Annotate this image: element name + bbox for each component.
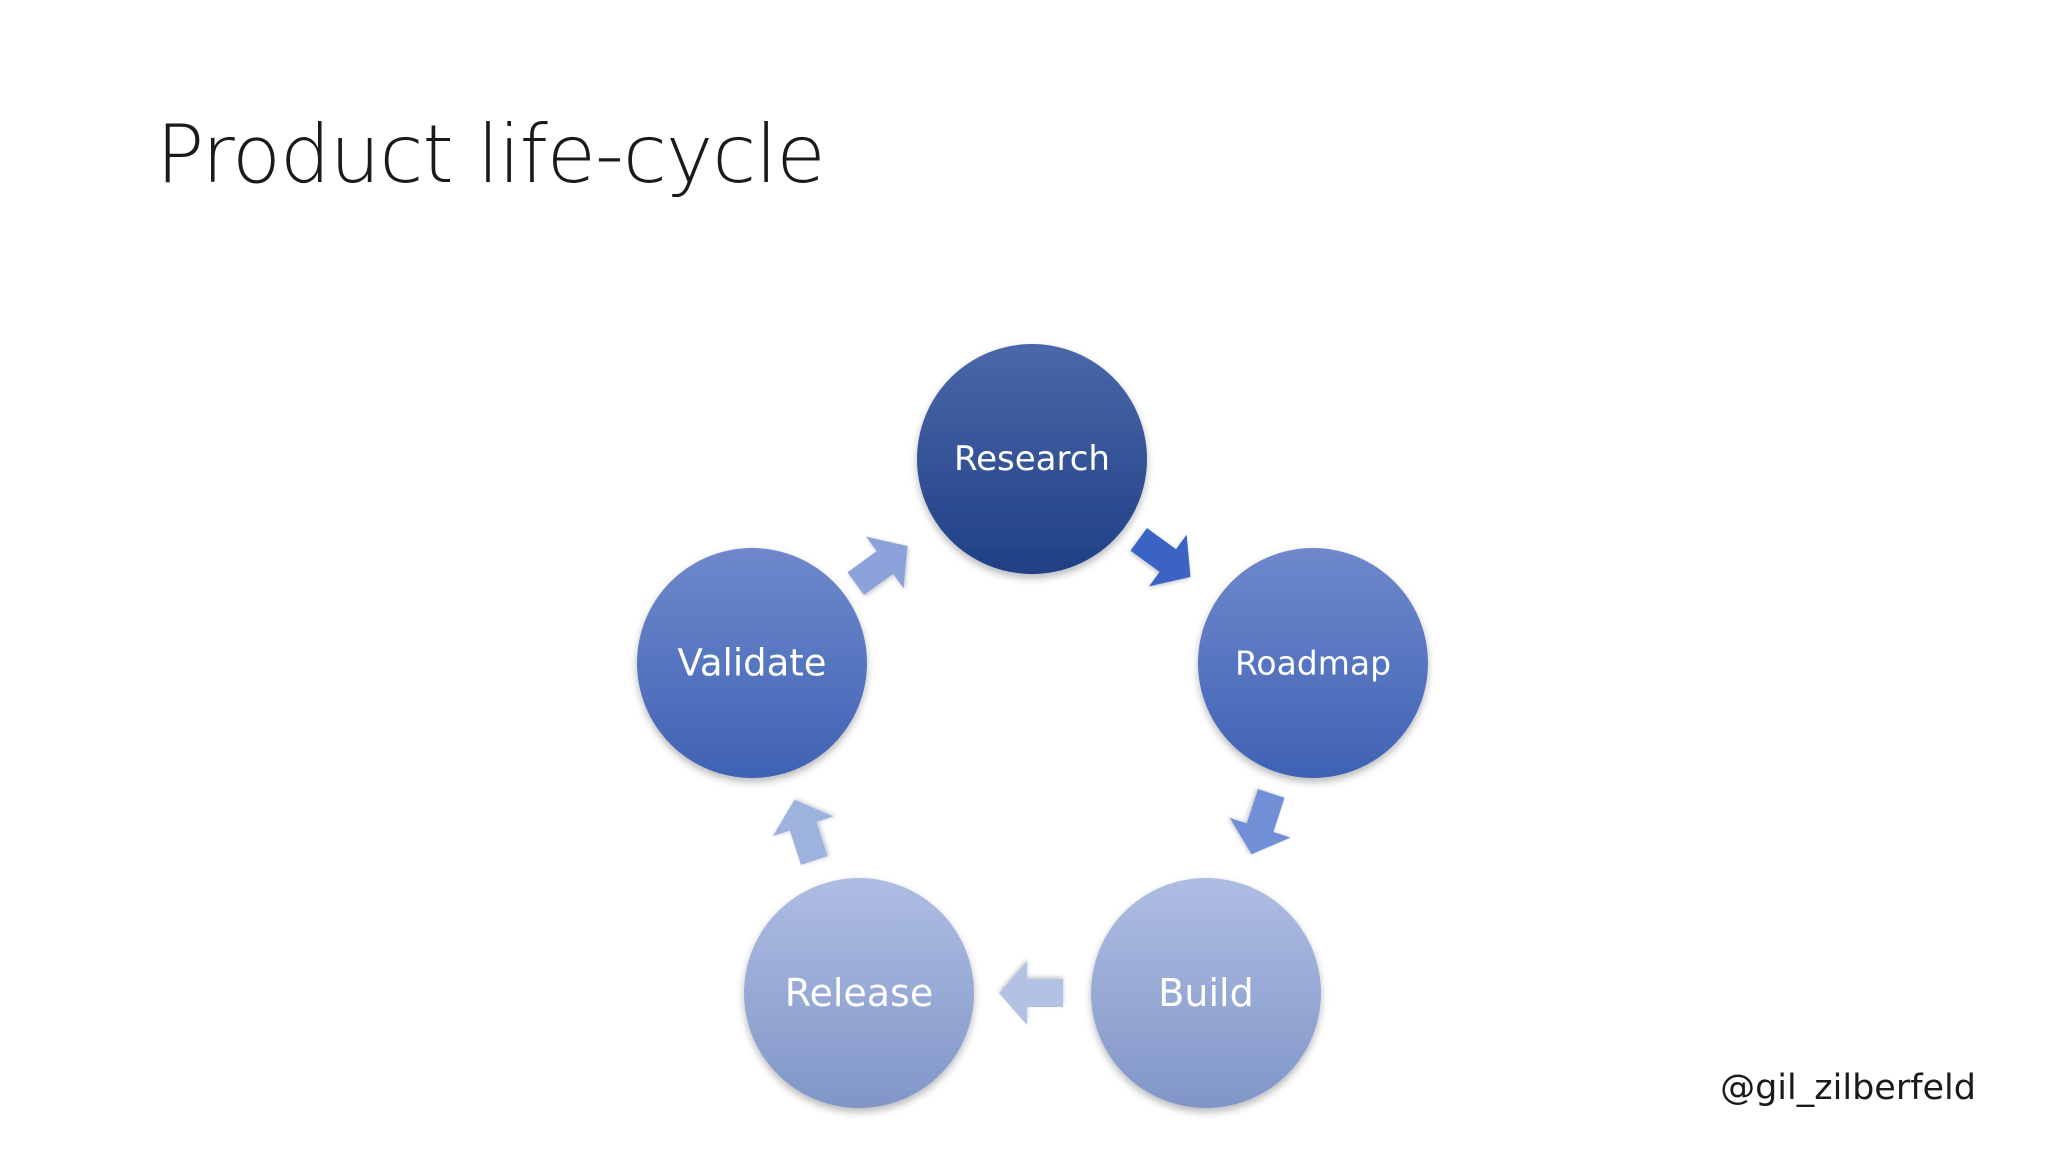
- cycle-node-research: Research: [917, 344, 1147, 574]
- cycle-node-roadmap: Roadmap: [1198, 548, 1428, 778]
- author-handle: @gil_zilberfeld: [1720, 1068, 1976, 1108]
- arrow-build-to-release: [999, 961, 1063, 1025]
- cycle-node-release: Release: [744, 878, 974, 1108]
- node-label-validate: Validate: [677, 642, 826, 685]
- cycle-node-validate: Validate: [637, 548, 867, 778]
- node-label-research: Research: [954, 439, 1110, 479]
- arrow-roadmap-to-build: [1229, 789, 1291, 855]
- node-label-release: Release: [785, 971, 933, 1015]
- cycle-node-build: Build: [1091, 878, 1321, 1108]
- arrow-release-to-validate: [772, 799, 834, 865]
- node-label-build: Build: [1158, 971, 1253, 1015]
- arrow-validate-to-research: [847, 536, 908, 595]
- arrow-research-to-roadmap: [1130, 528, 1191, 587]
- page-title: Product life-cycle: [156, 108, 826, 201]
- node-label-roadmap: Roadmap: [1235, 644, 1391, 683]
